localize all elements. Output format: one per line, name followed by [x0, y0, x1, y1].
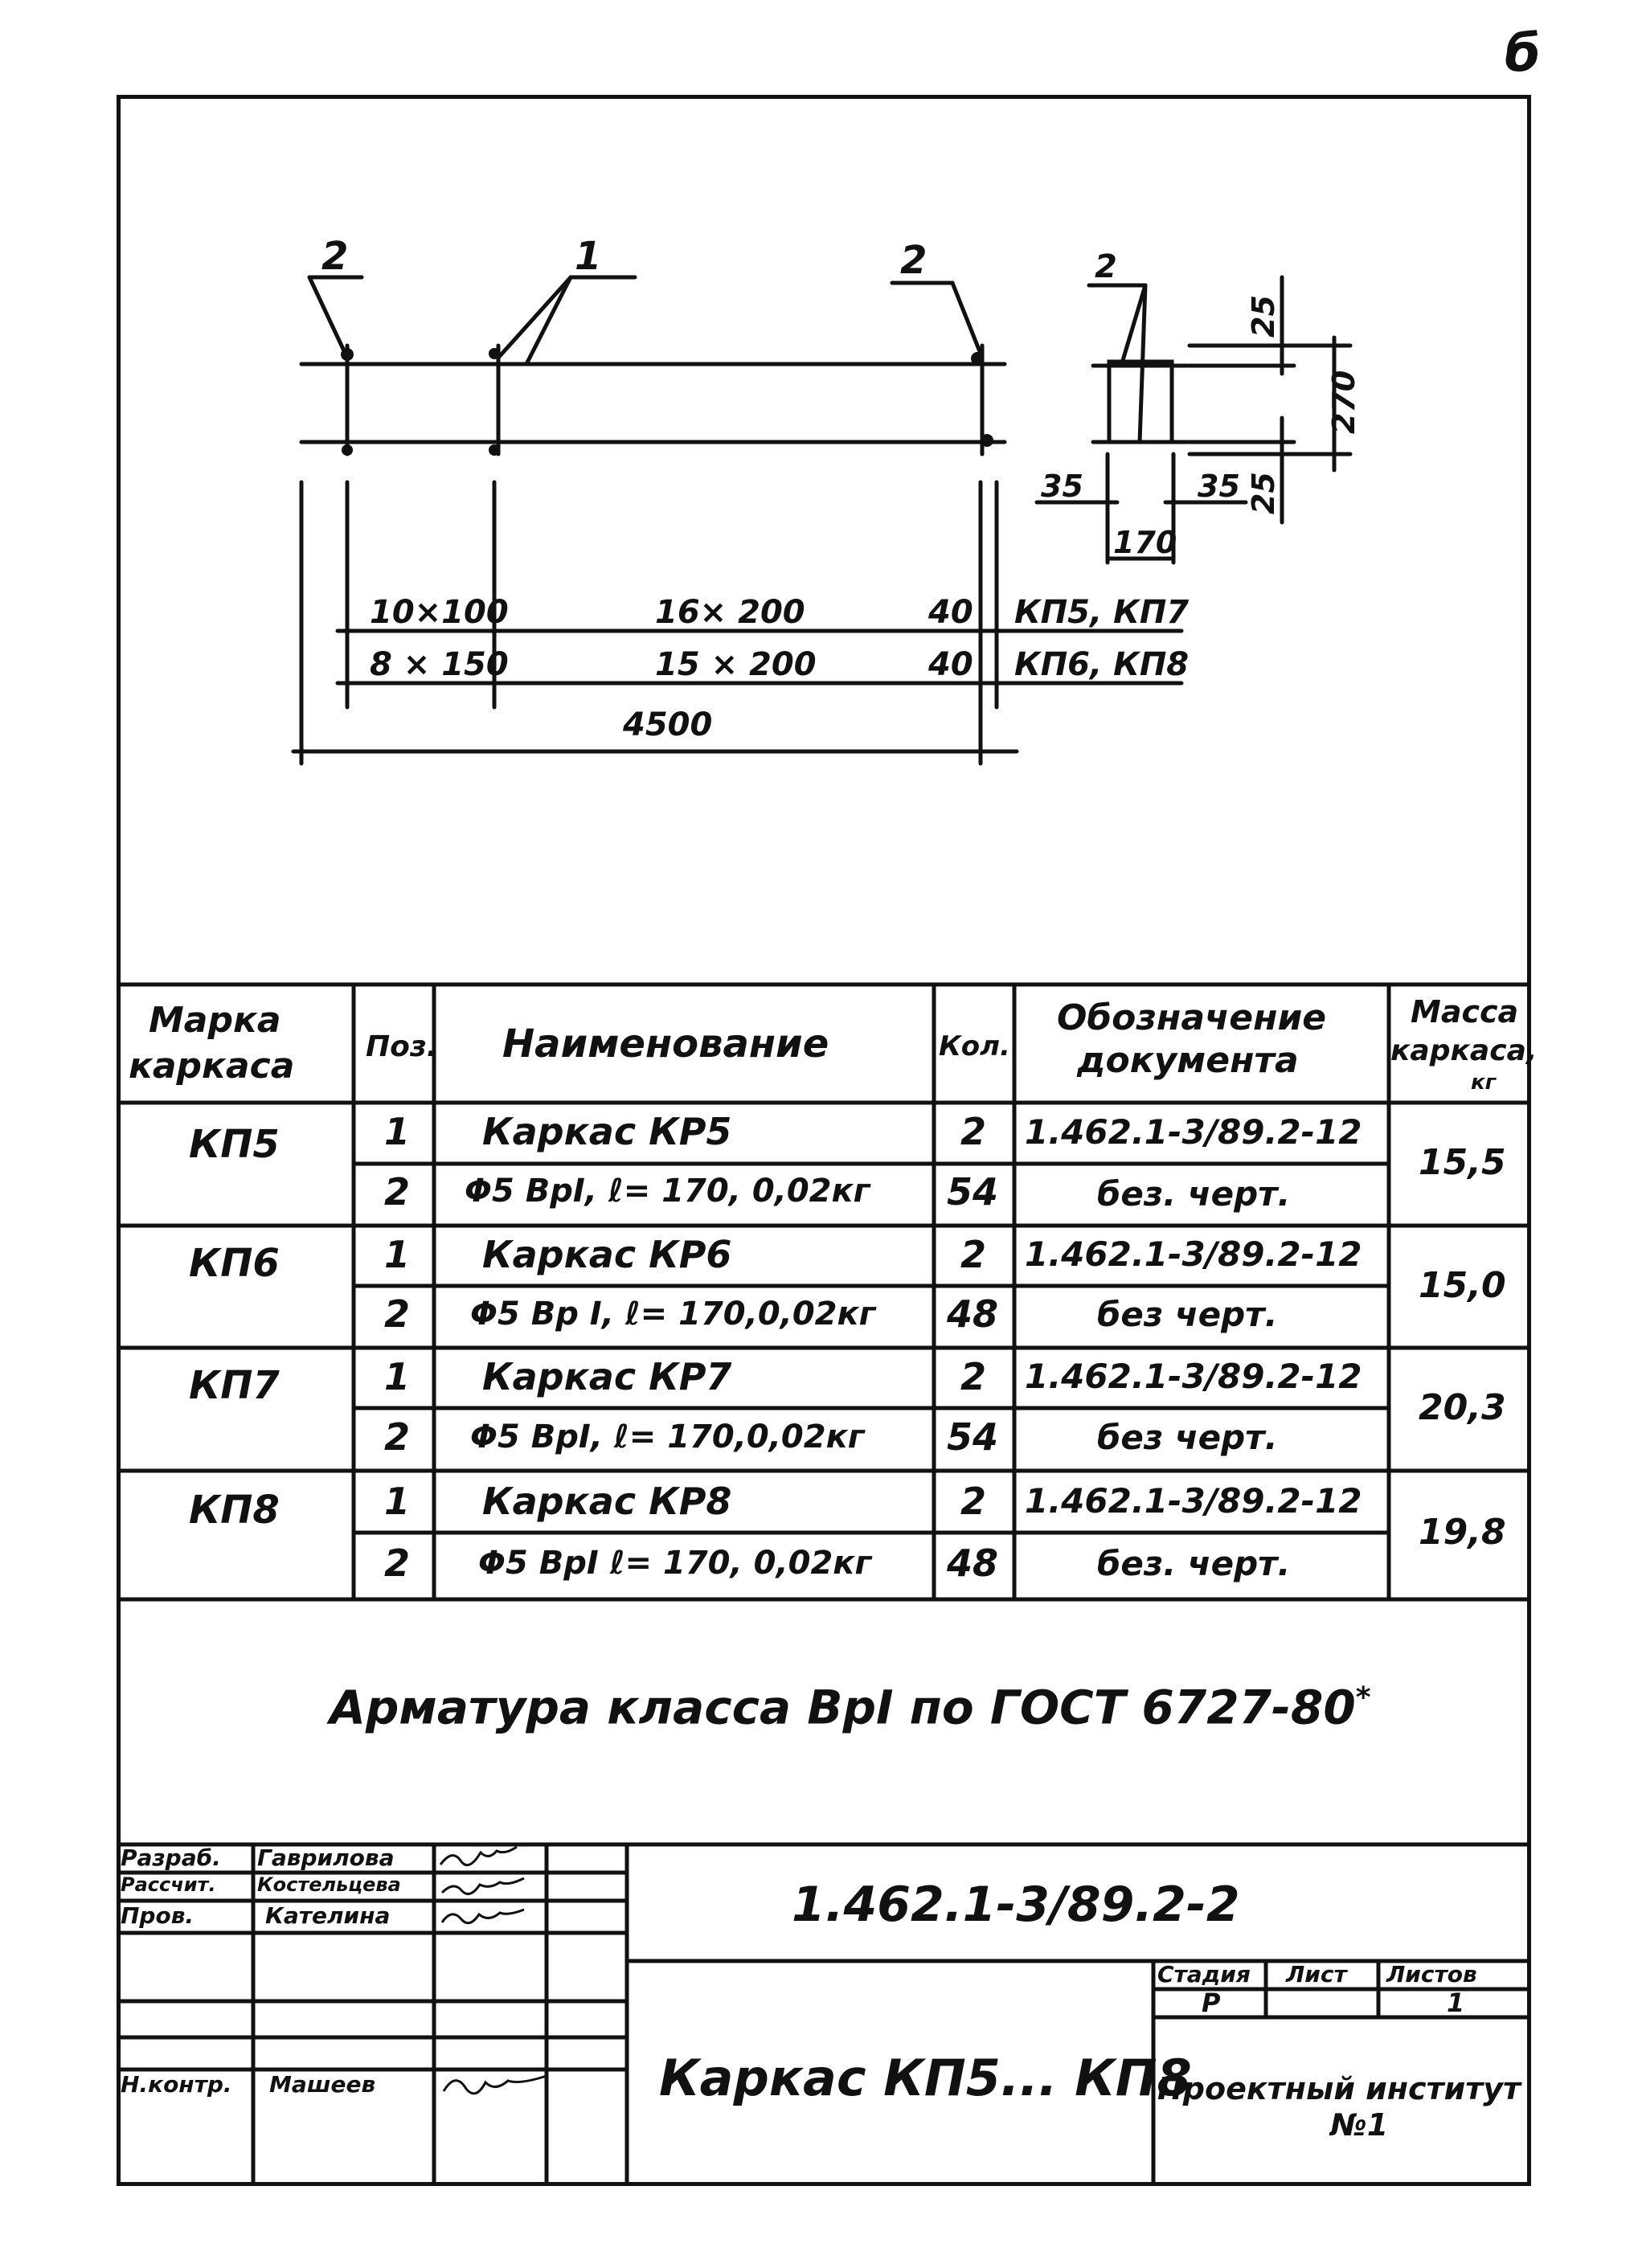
table-cell-name: Каркас КР8 — [482, 1480, 732, 1523]
table-cell-mass: 20,3 — [1419, 1387, 1506, 1428]
table-cell-pos: 1 — [384, 1480, 411, 1523]
table-cell-pos: 1 — [384, 1355, 411, 1398]
drawing-title: Каркас КП5... КП8 — [659, 2049, 1192, 2107]
table-cell-name: Φ5 ВрⅠ ℓ= 170, 0,02кг — [478, 1545, 872, 1582]
header-mass: Масса — [1411, 994, 1519, 1030]
header-qty: Кол. — [939, 1030, 1010, 1062]
stage-header: Стадия — [1157, 1961, 1251, 1988]
table-cell-pos: 2 — [384, 1170, 411, 1214]
sheets-header: Листов — [1386, 1961, 1477, 1988]
table-cell-qty: 54 — [947, 1415, 999, 1459]
dim-row-b: 16× 200 — [655, 594, 805, 631]
table-cell-qty: 2 — [960, 1355, 987, 1398]
title-name: Машеев — [269, 2071, 376, 2098]
table-cell-name: Φ5 Вр Ⅰ, ℓ= 170,0,02кг — [470, 1296, 876, 1333]
sheet-frame — [117, 95, 1531, 2186]
table-cell-pos: 1 — [384, 1233, 411, 1276]
title-name: Гаврилова — [257, 1844, 395, 1871]
dim-left: 35 — [1041, 469, 1083, 504]
dim-row-c: 40 — [928, 646, 973, 683]
page-corner-mark: б — [1505, 24, 1541, 84]
dim-row-marks: КП5, КП7 — [1014, 594, 1189, 631]
table-cell-qty: 2 — [960, 1233, 987, 1276]
dim-row-c: 40 — [928, 594, 973, 631]
table-cell-name: Каркас КР7 — [482, 1355, 732, 1398]
dim-row-marks: КП6, КП8 — [1014, 646, 1189, 683]
stage-value: Р — [1202, 1988, 1221, 2018]
header-mass: каркаса, — [1390, 1034, 1538, 1067]
pos-label: 2 — [900, 238, 927, 283]
organization-name: Проектный институт — [1157, 2071, 1521, 2106]
table-cell-mass: 15,0 — [1419, 1265, 1506, 1306]
dim-row-a: 10×100 — [370, 594, 509, 631]
table-cell-doc: 1.462.1-3/89.2-12 — [1025, 1357, 1362, 1396]
table-cell-doc: 1.462.1-3/89.2-12 — [1025, 1112, 1362, 1152]
document-code: 1.462.1-3/89.2-2 — [792, 1877, 1240, 1933]
table-cell-pos: 2 — [384, 1541, 411, 1585]
reinforcement-note: Арматура класса ВрⅠ по ГОСТ 6727-80* — [330, 1681, 1371, 1731]
table-cell-pos: 2 — [384, 1292, 411, 1336]
header-doc: документа — [1077, 1040, 1299, 1081]
reinforcement-note-text: Арматура класса ВрⅠ по ГОСТ 6727-80 — [330, 1680, 1356, 1735]
table-cell-pos: 2 — [384, 1415, 411, 1459]
table-cell-doc: 1.462.1-3/89.2-12 — [1025, 1481, 1362, 1521]
table-cell-name: Каркас КР6 — [482, 1233, 732, 1276]
title-role: Н.контр. — [121, 2071, 232, 2098]
table-cell-doc: без черт. — [1097, 1418, 1278, 1457]
dim-total: 4500 — [622, 706, 712, 743]
table-cell-name: Каркас КР5 — [482, 1110, 732, 1153]
reinforcement-note-asterisk: * — [1355, 1681, 1371, 1714]
header-name: Наименование — [502, 1021, 829, 1066]
sheets-value: 1 — [1447, 1988, 1465, 2018]
table-cell-qty: 48 — [947, 1541, 999, 1585]
dim-bottom: 25 — [1246, 472, 1281, 514]
table-cell-doc: без черт. — [1097, 1295, 1278, 1334]
pos-label: 2 — [1095, 248, 1117, 285]
dim-width: 170 — [1113, 525, 1177, 560]
dim-right: 35 — [1198, 469, 1240, 504]
table-cell-qty: 48 — [947, 1292, 999, 1336]
pos-label: 2 — [321, 234, 348, 279]
title-role: Рассчит. — [121, 1873, 216, 1896]
header-pos: Поз. — [366, 1030, 438, 1063]
table-cell-mark: КП6 — [189, 1241, 280, 1286]
table-cell-doc: без. черт. — [1097, 1544, 1291, 1583]
table-cell-name: Φ5 ВрⅠ, ℓ= 170,0,02кг — [470, 1419, 865, 1455]
table-cell-mark: КП7 — [189, 1363, 280, 1408]
table-cell-qty: 54 — [947, 1170, 999, 1214]
header-mark: каркаса — [129, 1046, 295, 1087]
table-cell-doc: без. черт. — [1097, 1174, 1291, 1214]
title-name: Костельцева — [257, 1873, 401, 1896]
title-role: Пров. — [121, 1902, 195, 1929]
table-cell-doc: 1.462.1-3/89.2-12 — [1025, 1234, 1362, 1274]
title-name: Кателина — [265, 1902, 391, 1929]
table-cell-qty: 2 — [960, 1110, 987, 1153]
dim-row-a: 8 × 150 — [370, 646, 509, 683]
dim-height: 270 — [1326, 370, 1362, 434]
table-cell-qty: 2 — [960, 1480, 987, 1523]
table-cell-name: Φ5 ВрⅠ, ℓ= 170, 0,02кг — [465, 1173, 870, 1210]
header-doc: Обозначение — [1057, 997, 1327, 1038]
header-mass: кг — [1471, 1071, 1497, 1095]
table-cell-mass: 15,5 — [1419, 1142, 1506, 1183]
table-cell-pos: 1 — [384, 1110, 411, 1153]
table-cell-mass: 19,8 — [1419, 1512, 1506, 1553]
sheet-header: Лист — [1286, 1961, 1347, 1988]
title-role: Разраб. — [121, 1844, 221, 1871]
organization-number: №1 — [1330, 2107, 1389, 2143]
pos-label: 1 — [575, 234, 601, 279]
frame-drawing: 2 1 2 2 25 270 25 35 35 170 — [291, 234, 1362, 766]
table-cell-mark: КП5 — [189, 1122, 280, 1167]
header-mark: Марка — [149, 1000, 281, 1041]
dim-top: 25 — [1246, 295, 1281, 338]
table-cell-mark: КП8 — [189, 1488, 280, 1533]
dim-row-b: 15 × 200 — [655, 646, 817, 683]
